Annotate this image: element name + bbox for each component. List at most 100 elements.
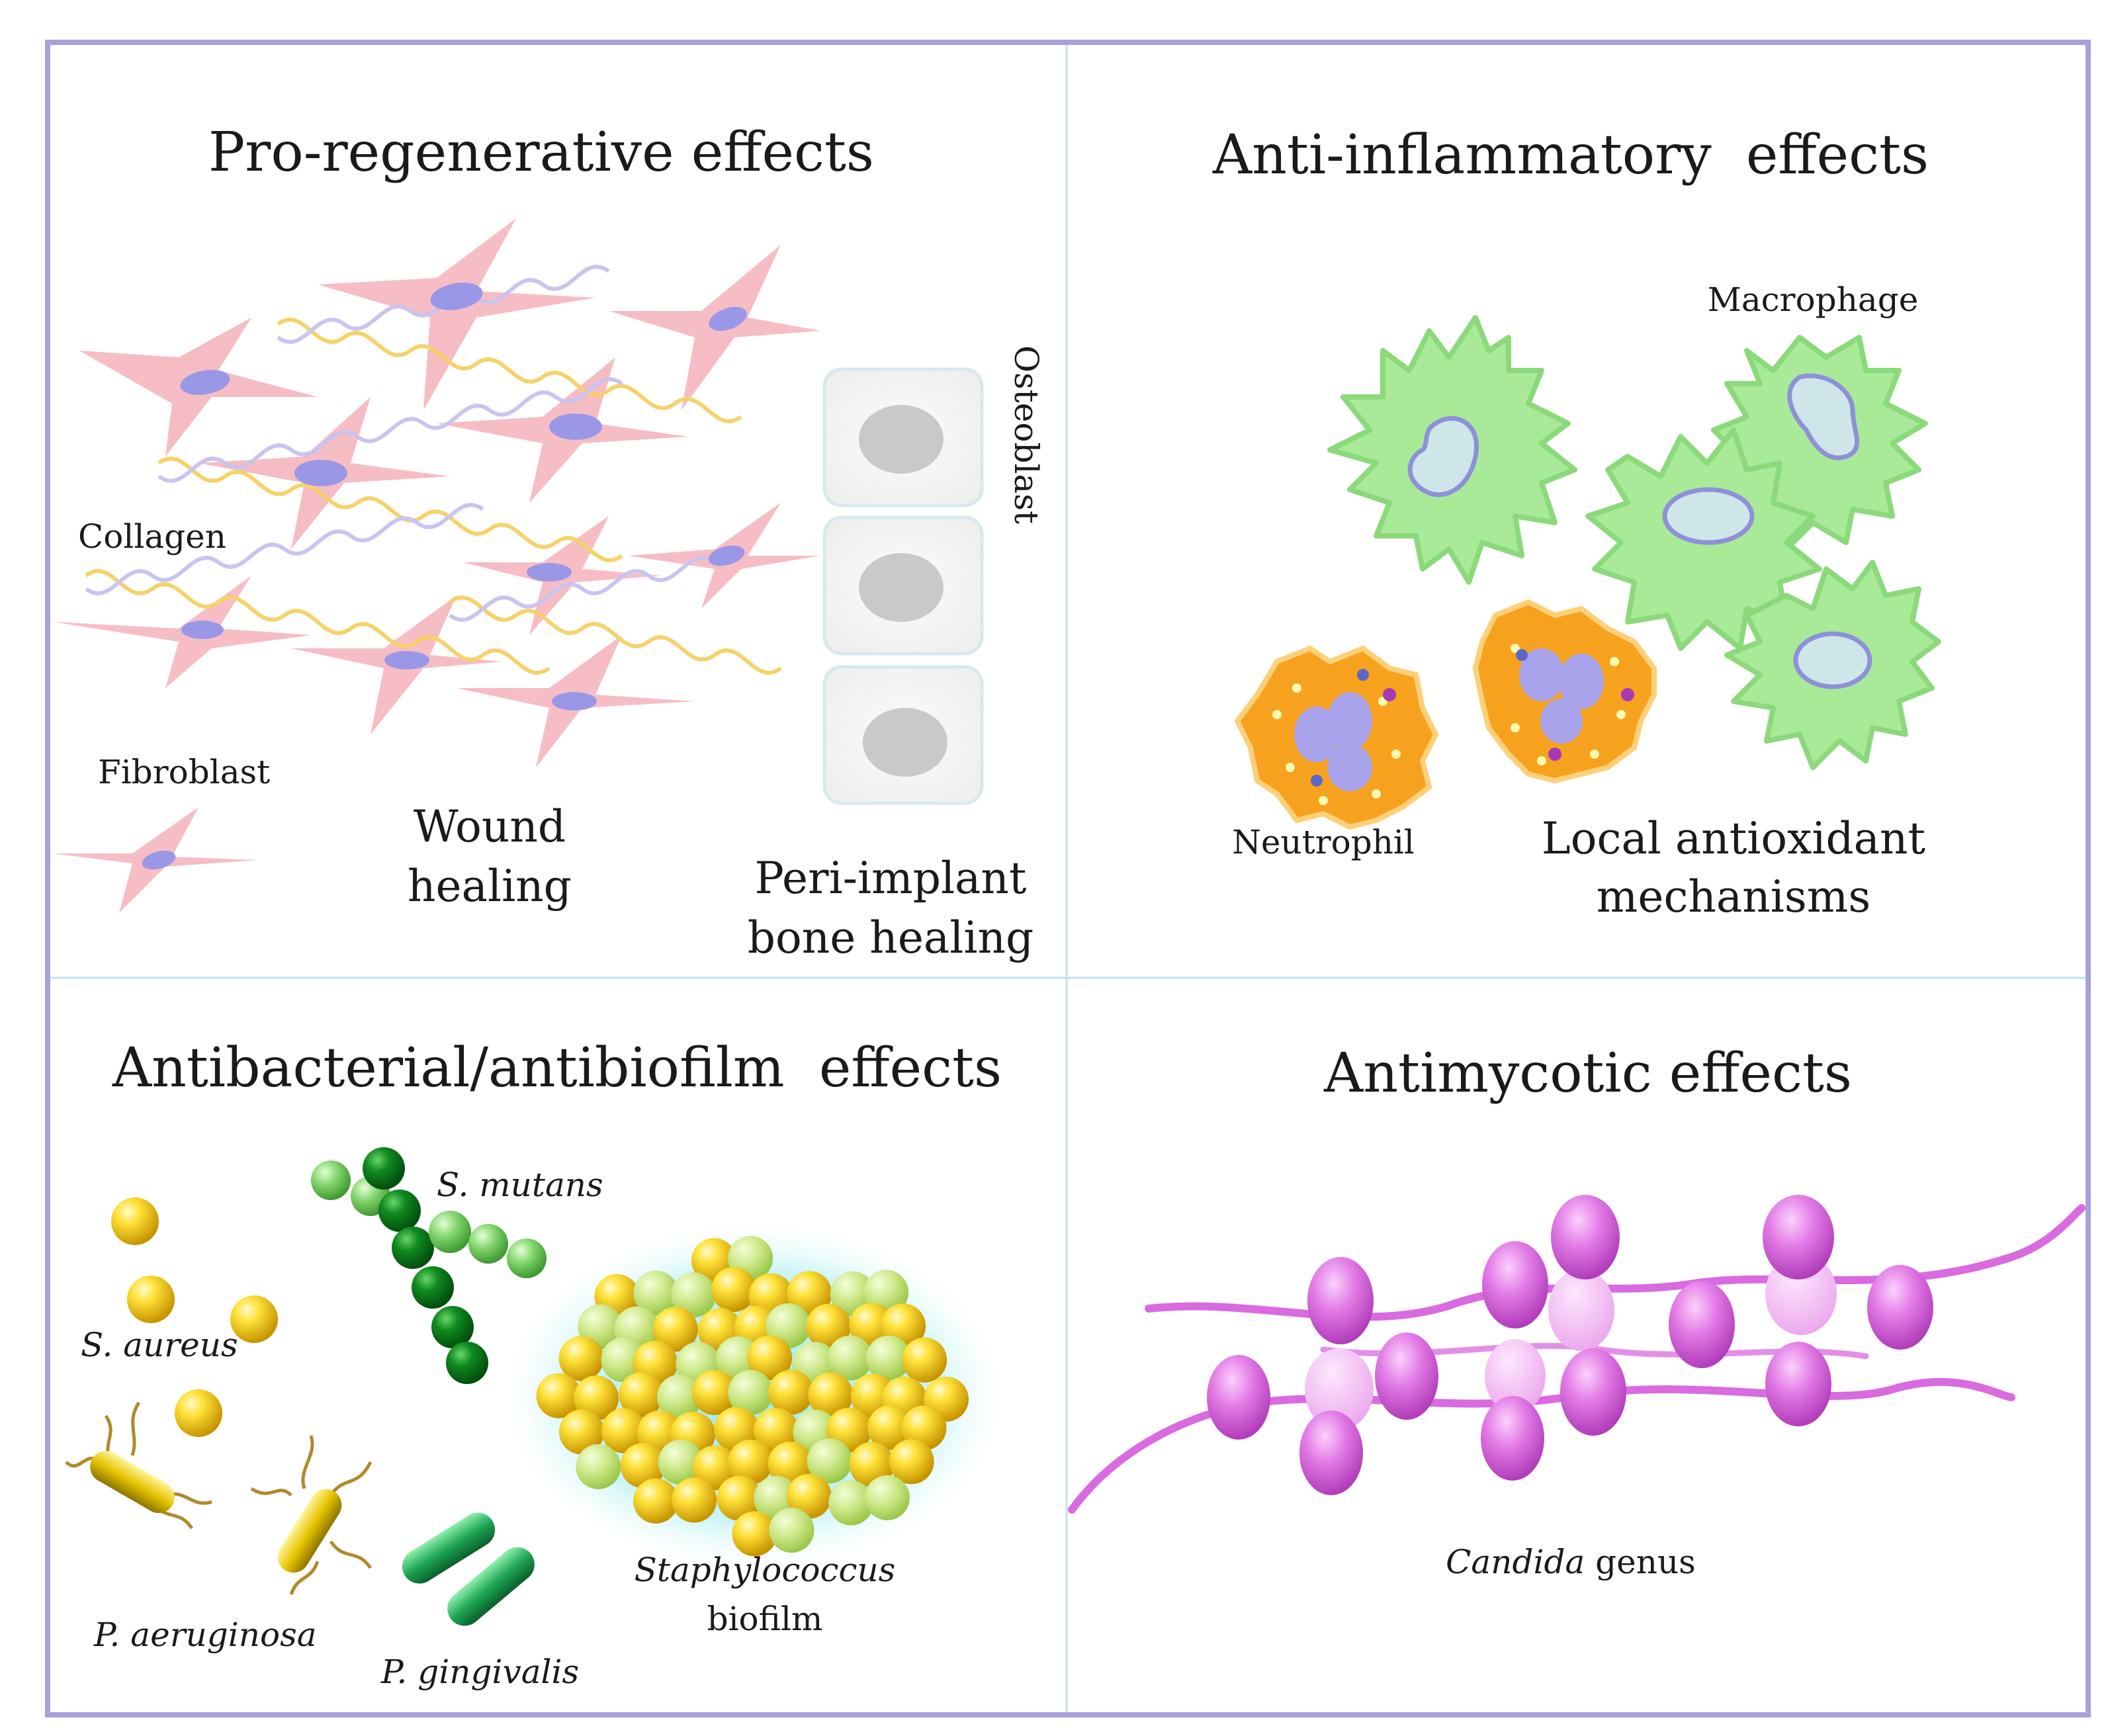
granule xyxy=(1357,669,1369,681)
granule xyxy=(1511,723,1520,732)
fibroblast-nucleus xyxy=(181,621,224,639)
biofilm-coccus xyxy=(828,1480,874,1526)
flagellum xyxy=(250,1487,292,1497)
fibroblast-nucleus xyxy=(430,282,483,310)
s-aureus-cocci xyxy=(111,1197,278,1437)
fibroblast-nucleus xyxy=(709,306,747,331)
panel-title-pro-regenerative: Pro-regenerative effects xyxy=(208,121,874,184)
streptococcus xyxy=(429,1211,471,1253)
osteoblast-cells xyxy=(822,367,984,805)
streptococcus xyxy=(392,1227,434,1269)
panel-pro-regenerative: Pro-regenerative effects xyxy=(53,121,1045,963)
coccus xyxy=(127,1276,175,1323)
streptococcus xyxy=(431,1306,474,1348)
biofilm-coccus xyxy=(865,1335,911,1381)
granule xyxy=(1391,750,1401,759)
panel-title-antibacterial: Antibacterial/antibiofilm effects xyxy=(112,1037,1002,1100)
granule xyxy=(1319,796,1328,805)
biofilm-coccus xyxy=(559,1409,604,1455)
biofilm-coccus xyxy=(728,1440,773,1485)
biofilm-coccus xyxy=(732,1511,777,1557)
osteoblast-nucleus xyxy=(859,405,944,474)
fibroblast-nucleus xyxy=(294,460,347,486)
macrophage-nucleus xyxy=(1407,415,1479,498)
label-staphylococcus: Staphylococcus xyxy=(635,1551,896,1589)
figure-border xyxy=(45,40,2091,1717)
label-biofilm: biofilm xyxy=(707,1600,823,1638)
label-macrophage: Macrophage xyxy=(1708,281,1919,319)
collagen-strand xyxy=(449,595,782,675)
macrophage-nuclei xyxy=(1407,373,1872,689)
p-gingivalis-rods xyxy=(402,1512,535,1626)
biofilm-coccus xyxy=(652,1307,698,1352)
neutrophil-cells xyxy=(1234,599,1657,830)
panel-title-anti-inflammatory: Anti-inflammatory effects xyxy=(1212,124,1929,187)
streptococcus xyxy=(378,1190,421,1232)
yeast-cell xyxy=(1551,1195,1620,1280)
panel-anti-inflammatory: Anti-inflammatory effects xyxy=(1212,124,1941,922)
label-collagen: Collagen xyxy=(78,517,226,556)
biofilm-coccus xyxy=(574,1375,619,1421)
granule xyxy=(1537,756,1546,765)
biofilm-coccus xyxy=(576,1444,621,1489)
collagen-strand xyxy=(449,556,716,622)
label-osteoblast: Osteoblast xyxy=(1007,345,1045,524)
rod-bacterium xyxy=(90,1451,175,1513)
biofilm-coccus xyxy=(558,1336,604,1381)
biofilm-coccus xyxy=(807,1438,852,1484)
flagellum xyxy=(130,1401,141,1456)
rod-bacterium xyxy=(447,1547,535,1626)
granule xyxy=(1292,683,1301,693)
fibroblast-nucleus xyxy=(180,370,230,395)
label-s-mutans: S. mutans xyxy=(437,1166,603,1204)
biofilm-coccus xyxy=(711,1267,756,1312)
label-p-aeruginosa: P. aeruginosa xyxy=(93,1616,317,1654)
biofilm-cocci xyxy=(536,1236,969,1557)
biofilm-coccus xyxy=(536,1373,582,1418)
label-peri-implant-line1: Peri-implant xyxy=(755,853,1027,904)
yeast-cell-pale xyxy=(1548,1269,1614,1351)
biofilm-coccus xyxy=(754,1408,799,1453)
neutrophil-dark-granules xyxy=(1311,649,1634,787)
panel-title-antimycotic: Antimycotic effects xyxy=(1323,1042,1852,1105)
granule xyxy=(1590,750,1599,759)
biofilm-coccus xyxy=(769,1508,814,1553)
granule xyxy=(1286,763,1295,772)
collagen-strand xyxy=(277,318,742,423)
flagellum xyxy=(301,1435,314,1489)
biofilm-coccus xyxy=(620,1443,666,1489)
macrophage-nucleus xyxy=(1662,487,1755,545)
yeast-cell xyxy=(1307,1257,1374,1344)
neutrophil-granules xyxy=(1272,644,1626,805)
biofilm-coccus xyxy=(658,1440,703,1485)
biofilm-coccus xyxy=(633,1270,679,1316)
streptococcus xyxy=(446,1342,488,1384)
biofilm-coccus xyxy=(827,1335,873,1381)
hypha xyxy=(1068,1377,2015,1514)
neutrophil-lobe xyxy=(1327,692,1372,750)
streptococcus xyxy=(311,1160,351,1200)
biofilm-coccus xyxy=(692,1445,738,1491)
label-wound-healing-line1: Wound xyxy=(414,801,566,852)
streptococcus xyxy=(412,1266,454,1309)
yeast-cell xyxy=(1375,1332,1438,1420)
biofilm-coccus xyxy=(902,1337,947,1383)
neutrophil-lobe xyxy=(1540,699,1583,744)
collagen-fibers xyxy=(85,265,782,675)
biofilm-coccus xyxy=(889,1439,934,1485)
fibroblast-nucleus xyxy=(527,563,572,582)
flagellum xyxy=(289,1561,320,1595)
biofilm-coccus xyxy=(787,1271,832,1317)
neutrophil-lobe xyxy=(1519,648,1564,701)
fibroblast-nucleus xyxy=(708,545,745,566)
label-wound-healing-line2: healing xyxy=(408,861,572,912)
granule xyxy=(1311,775,1323,787)
fibroblast-nucleus xyxy=(142,850,176,870)
label-candida-genus: Candida genus xyxy=(1446,1543,1696,1581)
p-aeruginosa-rods xyxy=(65,1401,373,1595)
granule xyxy=(1621,688,1634,701)
granule xyxy=(1372,789,1381,799)
yeast-cell xyxy=(1763,1195,1834,1280)
coccus xyxy=(175,1389,222,1437)
collagen-strand xyxy=(157,377,623,483)
